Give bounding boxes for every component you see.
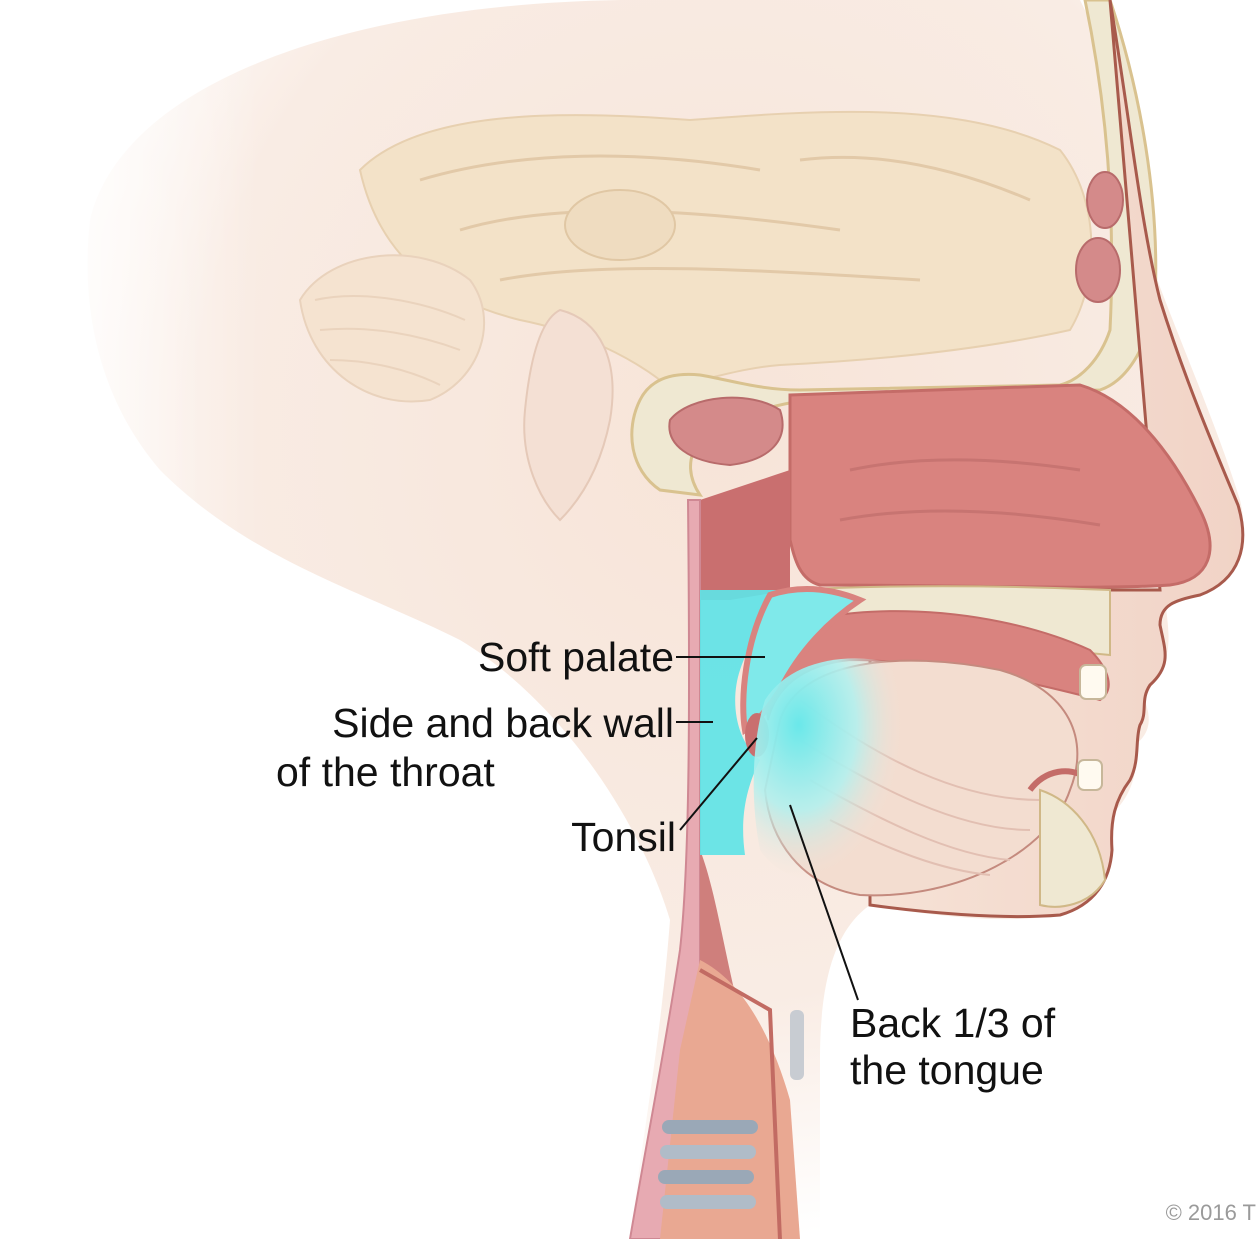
label-back-tongue-line2: the tongue bbox=[850, 1047, 1044, 1093]
label-soft-palate: Soft palate bbox=[478, 634, 674, 680]
label-side-back-wall-line1: Side and back wall bbox=[332, 700, 674, 746]
label-back-tongue-line1: Back 1/3 of bbox=[850, 1000, 1056, 1046]
label-side-back-wall-line2: of the throat bbox=[276, 749, 495, 795]
label-tonsil: Tonsil bbox=[571, 814, 676, 860]
copyright-text: © 2016 T bbox=[1166, 1200, 1256, 1225]
